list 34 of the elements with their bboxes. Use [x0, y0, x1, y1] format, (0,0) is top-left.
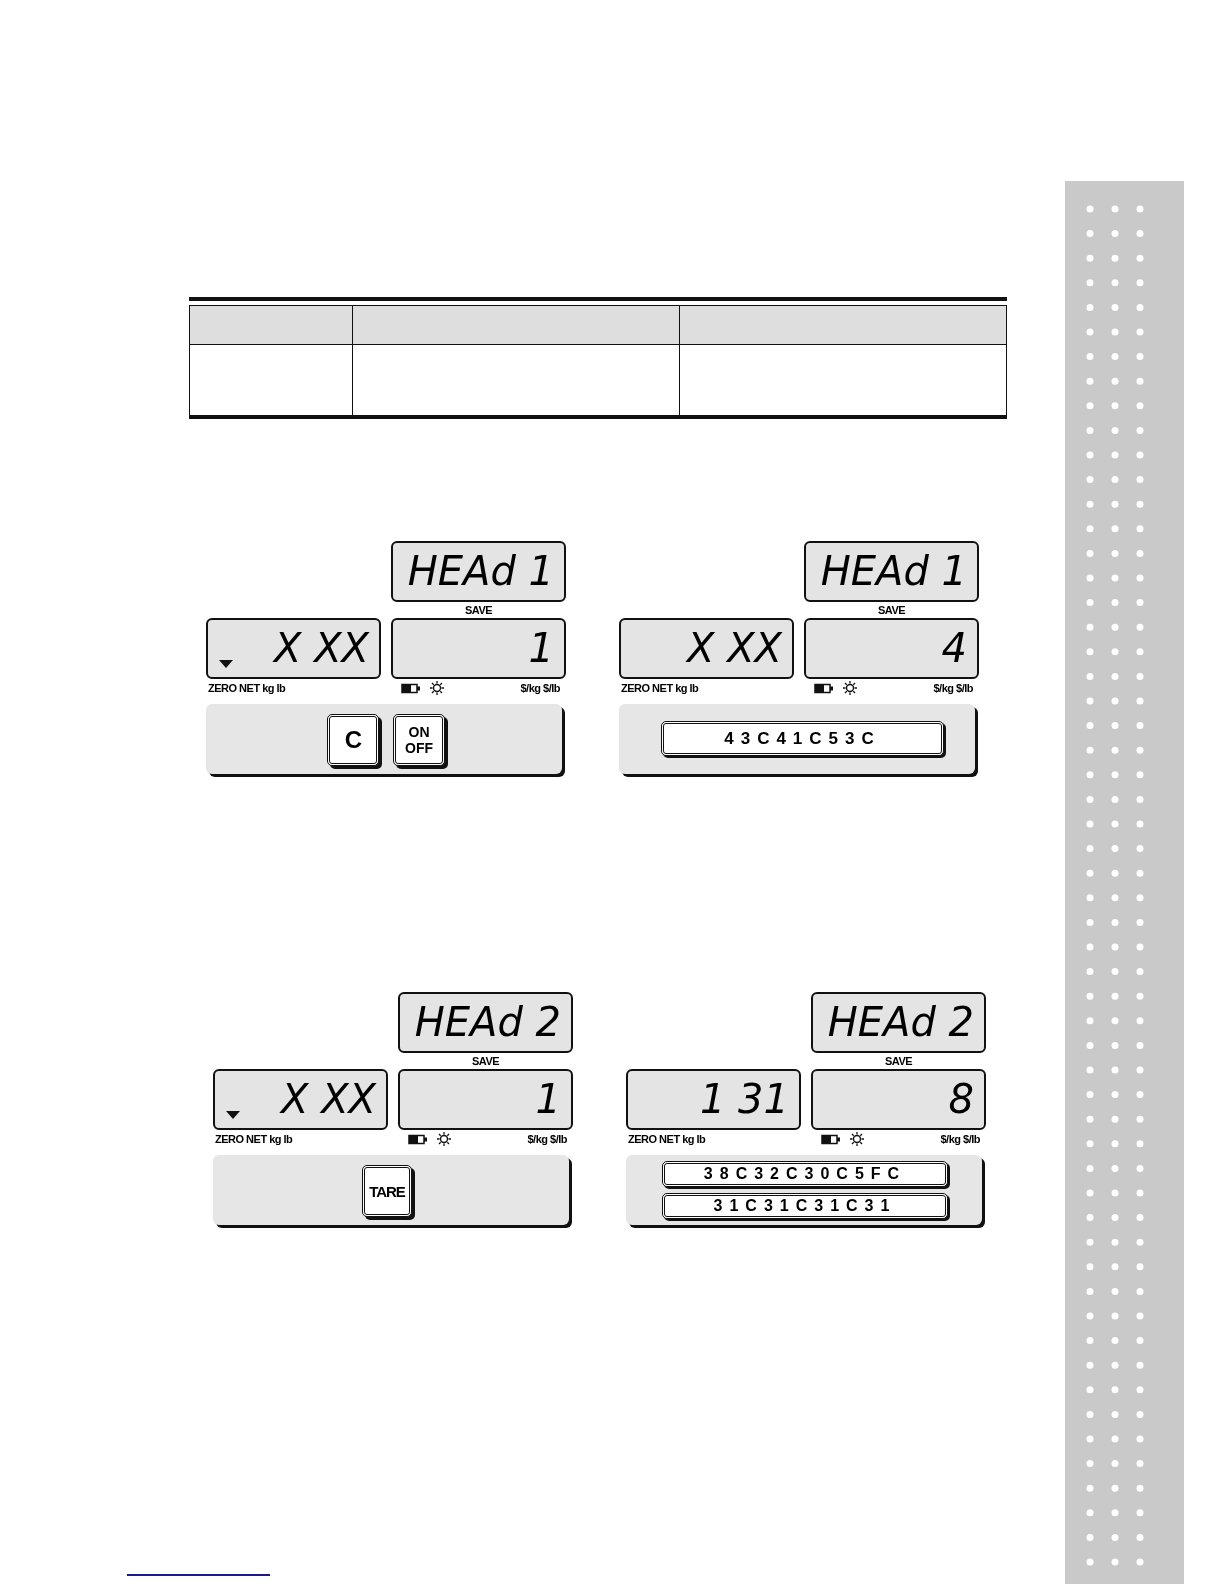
lcd-display: 1: [398, 1069, 573, 1130]
lcd-display: X XX: [213, 1069, 388, 1130]
keypad-key: TARE: [362, 1165, 412, 1217]
lcd-display: 4: [804, 618, 979, 679]
unit-labels: ZERO NET kg lb: [215, 1133, 293, 1145]
keypad-panel: [619, 704, 975, 774]
lcd-display: HEAd 2: [811, 992, 986, 1053]
keypad-panel: [213, 1155, 569, 1225]
keypad-key: ON OFF: [393, 714, 445, 766]
lcd-display: X XX: [619, 618, 794, 679]
unit-labels: ZERO NET kg lb: [208, 682, 286, 694]
lcd-display: 8: [811, 1069, 986, 1130]
indicator-label: SAVE: [876, 604, 907, 616]
keypad-panel: [206, 704, 562, 774]
lcd-display: HEAd 2: [398, 992, 573, 1053]
lcd-display: 1: [391, 618, 566, 679]
unit-labels: ZERO NET kg lb: [628, 1133, 706, 1145]
price-unit-labels: $/kg $/lb: [933, 682, 973, 694]
lcd-display: 1 31: [626, 1069, 801, 1130]
lcd-display: HEAd 1: [804, 541, 979, 602]
price-unit-labels: $/kg $/lb: [527, 1133, 567, 1145]
keypad-panel: [626, 1155, 982, 1225]
code-strip: 31C31C31C31: [662, 1193, 948, 1219]
unit-labels: ZERO NET kg lb: [621, 682, 699, 694]
lcd-display: HEAd 1: [391, 541, 566, 602]
keypad-key: C: [327, 714, 379, 766]
code-strip: 38C32C30C5FC: [662, 1161, 948, 1187]
indicator-label: SAVE: [463, 604, 494, 616]
lcd-display: X XX: [206, 618, 381, 679]
price-unit-labels: $/kg $/lb: [940, 1133, 980, 1145]
price-unit-labels: $/kg $/lb: [520, 682, 560, 694]
code-strip: 43C41C53C: [661, 721, 944, 756]
indicator-label: SAVE: [883, 1055, 914, 1067]
indicator-label: SAVE: [470, 1055, 501, 1067]
